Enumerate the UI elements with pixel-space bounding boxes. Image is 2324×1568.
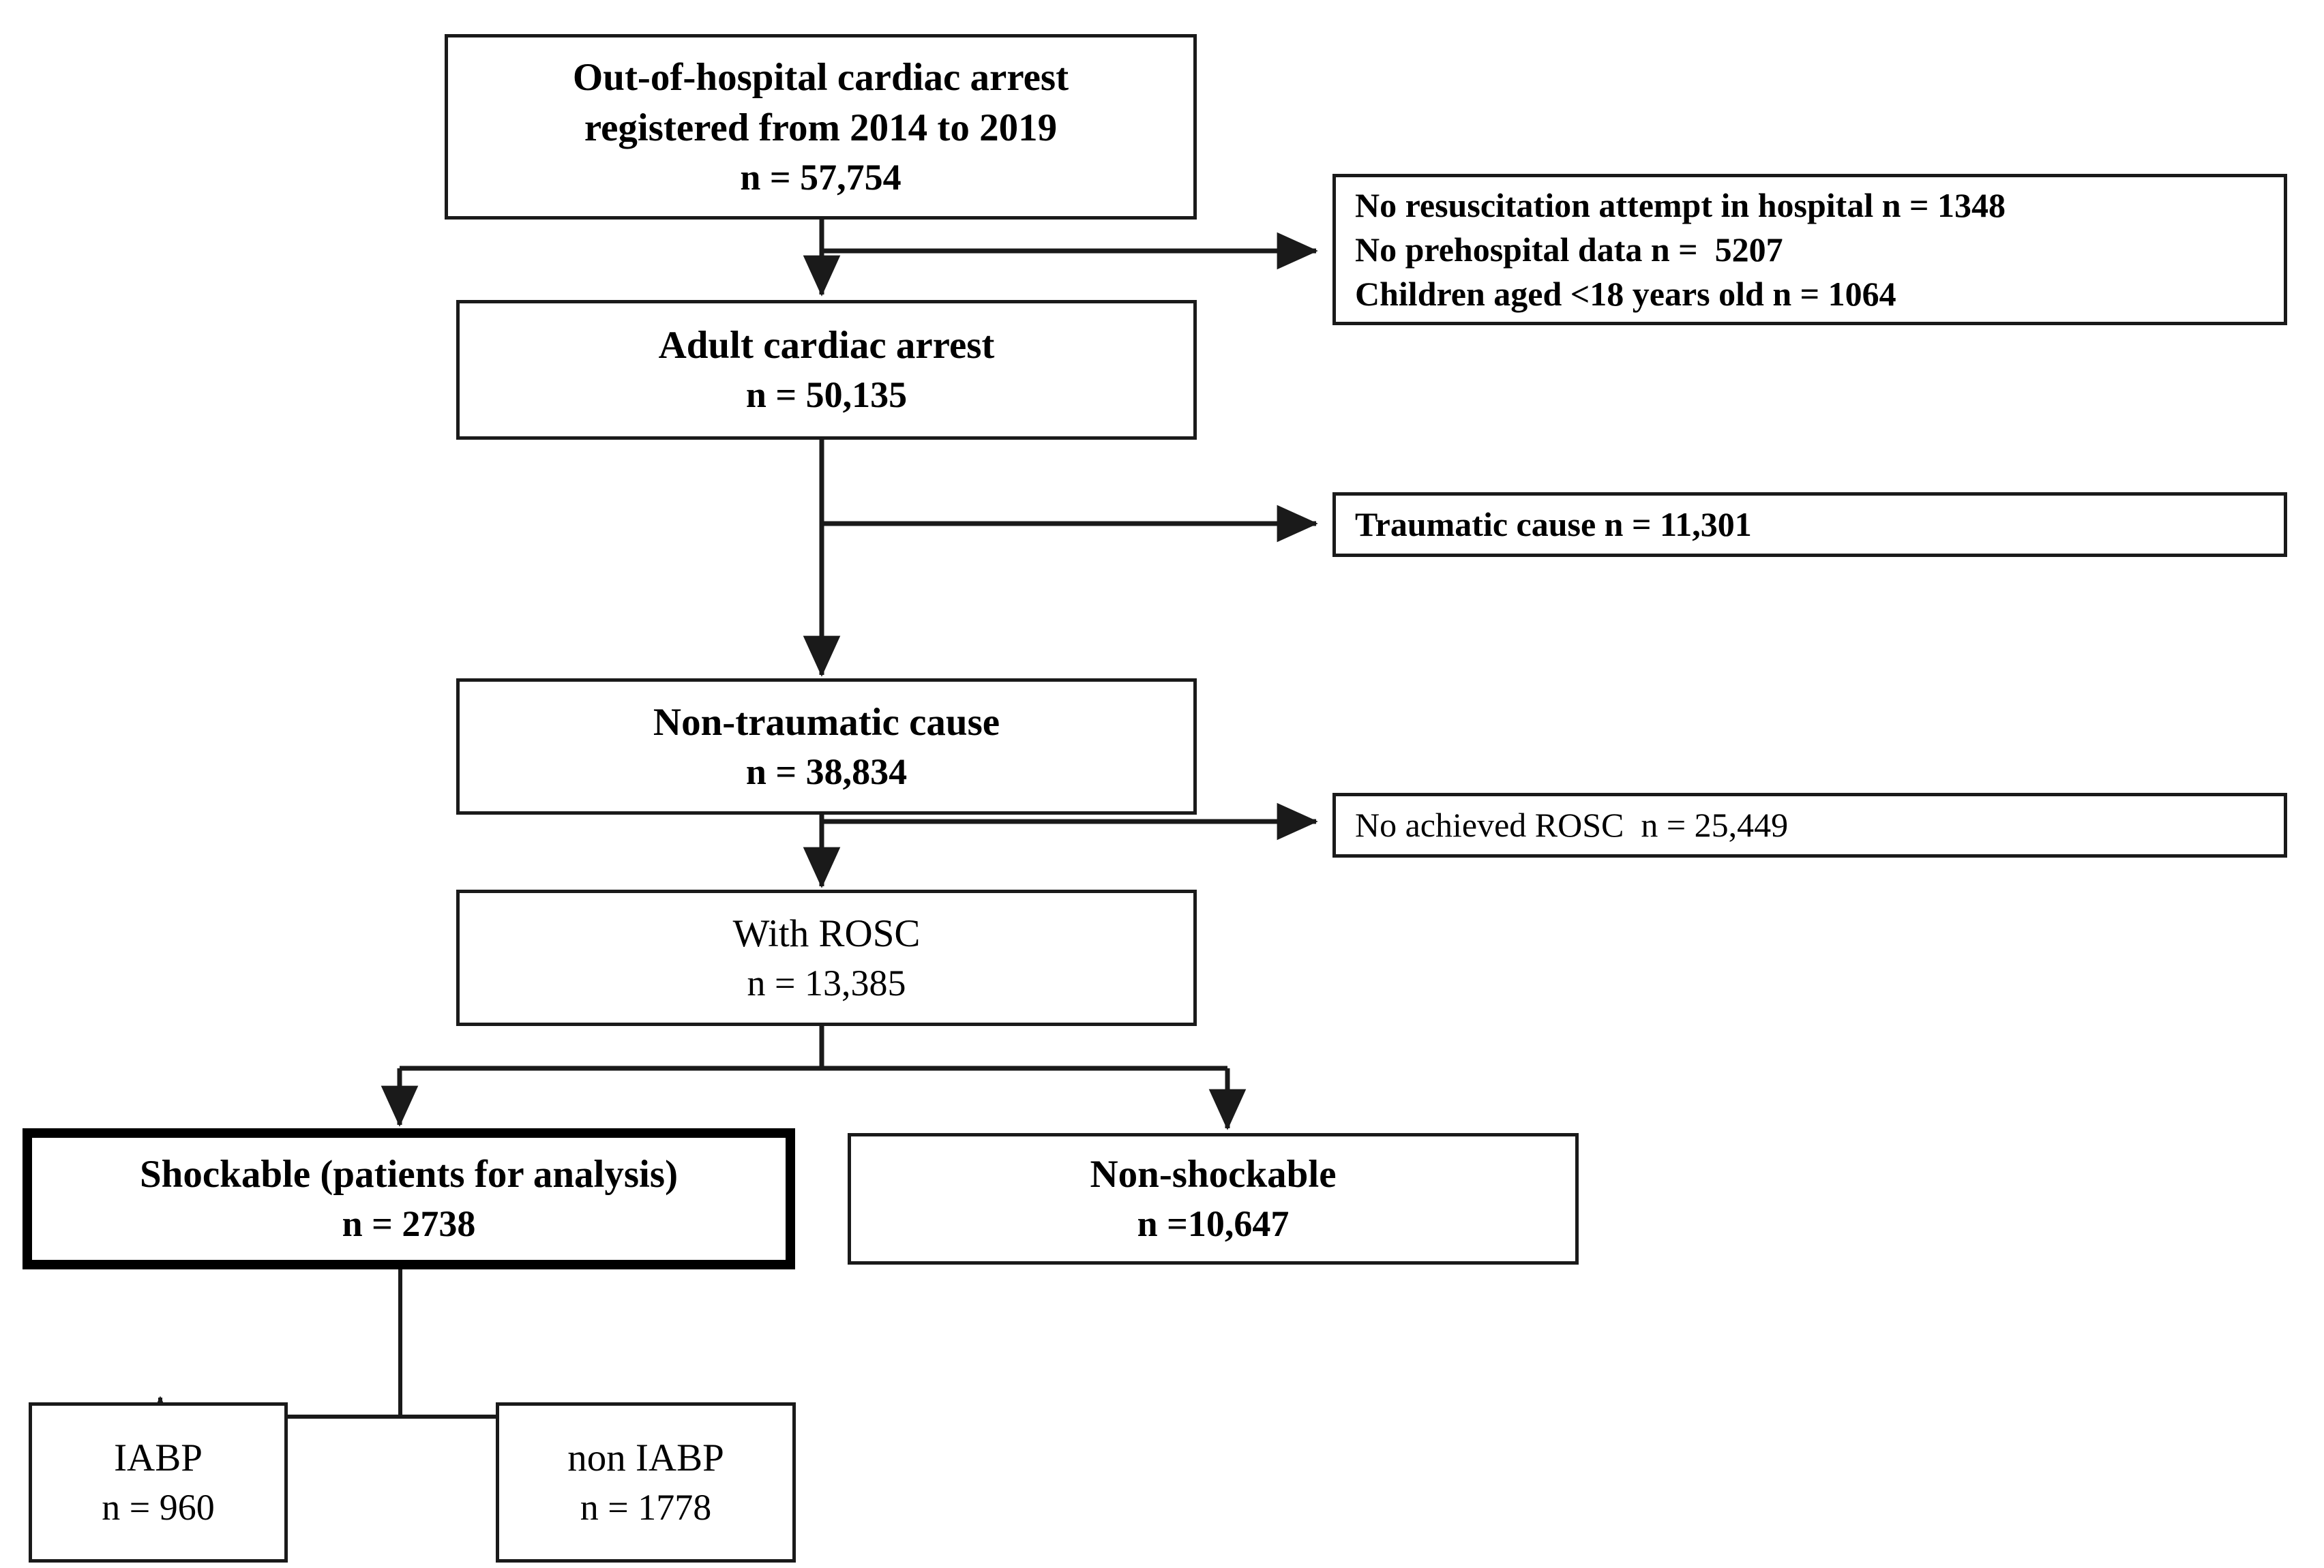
node-exclusion-traumatic: Traumatic cause n = 11,301 <box>1332 492 2287 557</box>
node-source-title-line1: Out-of-hospital cardiac arrest <box>572 55 1069 99</box>
node-nonshockable-title: Non-shockable <box>1090 1153 1337 1196</box>
node-non-iabp-title: non IABP <box>567 1436 724 1480</box>
node-non-iabp-count: n = 1778 <box>580 1487 712 1528</box>
node-adult-cardiac-arrest: Adult cardiac arrest n = 50,135 <box>456 300 1197 440</box>
node-iabp: IABP n = 960 <box>29 1402 288 1563</box>
node-nonshockable: Non-shockable n =10,647 <box>848 1133 1579 1265</box>
edge-withrosc-split <box>381 1026 1247 1130</box>
node-shockable-count: n = 2738 <box>342 1203 476 1245</box>
node-with-rosc: With ROSC n = 13,385 <box>456 890 1197 1026</box>
node-shockable: Shockable (patients for analysis) n = 27… <box>23 1128 795 1269</box>
node-exclusion-first: No resuscitation attempt in hospital n =… <box>1332 174 2287 325</box>
node-adult-count: n = 50,135 <box>745 374 908 416</box>
node-iabp-title: IABP <box>114 1436 203 1480</box>
node-nontraumatic-cause: Non-traumatic cause n = 38,834 <box>456 678 1197 815</box>
node-nontraumatic-count: n = 38,834 <box>745 751 908 792</box>
exclusion-no-rosc-line1: No achieved ROSC n = 25,449 <box>1355 806 1789 844</box>
node-iabp-count: n = 960 <box>102 1487 215 1528</box>
node-source-cohort: Out-of-hospital cardiac arrest registere… <box>445 34 1197 220</box>
node-with-rosc-count: n = 13,385 <box>747 962 906 1004</box>
exclusion-first-line1: No resuscitation attempt in hospital n =… <box>1355 185 2006 224</box>
node-nontraumatic-title: Non-traumatic cause <box>653 700 1000 744</box>
node-non-iabp: non IABP n = 1778 <box>496 1402 796 1563</box>
node-nonshockable-count: n =10,647 <box>1137 1203 1290 1245</box>
node-source-count: n = 57,754 <box>740 157 902 198</box>
node-exclusion-no-rosc: No achieved ROSC n = 25,449 <box>1332 793 2287 858</box>
node-shockable-title: Shockable (patients for analysis) <box>139 1153 679 1196</box>
exclusion-first-line3: Children aged <18 years old n = 1064 <box>1355 274 1896 313</box>
node-source-title-line2: registered from 2014 to 2019 <box>584 106 1058 149</box>
exclusion-traumatic-line1: Traumatic cause n = 11,301 <box>1355 505 1752 543</box>
node-adult-title: Adult cardiac arrest <box>658 324 995 367</box>
node-with-rosc-title: With ROSC <box>732 911 921 955</box>
exclusion-first-line2: No prehospital data n = 5207 <box>1355 230 1783 269</box>
